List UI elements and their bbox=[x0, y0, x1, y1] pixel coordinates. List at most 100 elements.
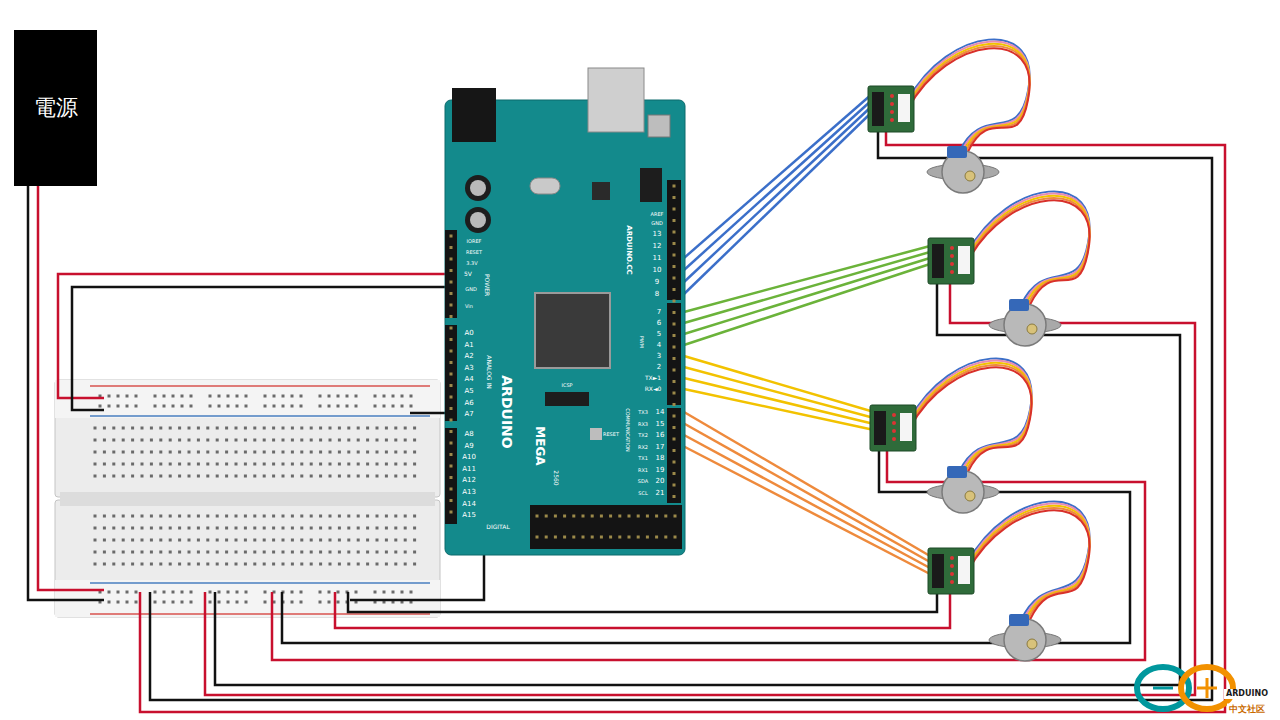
breadboard-hole bbox=[244, 551, 247, 554]
breadboard-hole bbox=[94, 475, 97, 478]
breadboard-hole bbox=[141, 451, 144, 454]
breadboard-hole bbox=[264, 395, 267, 398]
breadboard-hole bbox=[263, 563, 266, 566]
header-pin bbox=[450, 476, 453, 479]
breadboard-hole bbox=[413, 463, 416, 466]
breadboard-hole bbox=[253, 439, 256, 442]
breadboard-hole bbox=[103, 515, 106, 518]
breadboard-hole bbox=[135, 591, 138, 594]
model-label: 2560 bbox=[553, 470, 559, 485]
breadboard-hole bbox=[273, 395, 276, 398]
header-pin bbox=[450, 281, 453, 284]
breadboard-hole bbox=[227, 601, 230, 604]
breadboard-hole bbox=[122, 451, 125, 454]
driver-led bbox=[890, 94, 894, 98]
pin-header bbox=[667, 180, 681, 300]
breadboard-hole bbox=[235, 551, 238, 554]
header-pin bbox=[655, 515, 658, 518]
breadboard-hole bbox=[413, 539, 416, 542]
breadboard-hole bbox=[218, 591, 221, 594]
wire bbox=[348, 592, 937, 612]
driver-led bbox=[892, 429, 896, 433]
usb-chip bbox=[592, 182, 610, 200]
breadboard-hole bbox=[122, 527, 125, 530]
breadboard-hole bbox=[329, 563, 332, 566]
breadboard-hole bbox=[394, 563, 397, 566]
breadboard-hole bbox=[310, 515, 313, 518]
breadboard-hole bbox=[131, 515, 134, 518]
breadboard-hole bbox=[159, 439, 162, 442]
header-pin bbox=[572, 536, 575, 539]
header-pin bbox=[674, 536, 677, 539]
wire bbox=[272, 450, 1145, 660]
breadboard-hole bbox=[225, 515, 228, 518]
breadboard-hole bbox=[328, 405, 331, 408]
pin-label: A4 bbox=[464, 376, 473, 383]
motor-cap bbox=[947, 146, 967, 158]
breadboard-hole bbox=[272, 563, 275, 566]
breadboard-hole bbox=[112, 475, 115, 478]
part-label: RESET bbox=[603, 432, 619, 437]
header-pin bbox=[673, 196, 676, 199]
breadboard-hole bbox=[329, 451, 332, 454]
driver-board bbox=[928, 238, 974, 284]
breadboard-hole bbox=[300, 527, 303, 530]
breadboard-hole bbox=[282, 395, 285, 398]
pin-label: SDA bbox=[638, 479, 648, 484]
breadboard-hole bbox=[122, 515, 125, 518]
breadboard-hole bbox=[188, 439, 191, 442]
breadboard-hole bbox=[310, 551, 313, 554]
breadboard-hole bbox=[112, 563, 115, 566]
driver-led bbox=[892, 421, 896, 425]
breadboard-hole bbox=[141, 463, 144, 466]
breadboard-hole bbox=[329, 475, 332, 478]
breadboard-hole bbox=[394, 539, 397, 542]
center-channel bbox=[60, 492, 435, 506]
breadboard-hole bbox=[181, 601, 184, 604]
signal-wire bbox=[684, 389, 874, 430]
breadboard-hole bbox=[141, 539, 144, 542]
breadboard-hole bbox=[103, 475, 106, 478]
wire bbox=[58, 274, 450, 398]
motor-lead bbox=[968, 506, 1090, 620]
driver-led bbox=[950, 262, 954, 266]
pin-label: SCL bbox=[638, 490, 647, 495]
header-pin bbox=[673, 219, 676, 222]
breadboard-hole bbox=[206, 539, 209, 542]
pin-label: 15 bbox=[656, 420, 665, 427]
pin-label: A6 bbox=[464, 399, 473, 406]
breadboard-hole bbox=[218, 395, 221, 398]
breadboard-hole bbox=[188, 527, 191, 530]
breadboard-hole bbox=[112, 551, 115, 554]
breadboard-hole bbox=[404, 463, 407, 466]
header-pin bbox=[600, 536, 603, 539]
breadboard-hole bbox=[282, 539, 285, 542]
breadboard-hole bbox=[282, 527, 285, 530]
motor-lead bbox=[968, 200, 1090, 305]
breadboard-hole bbox=[131, 439, 134, 442]
breadboard-hole bbox=[197, 427, 200, 430]
driver-led bbox=[950, 564, 954, 568]
breadboard-hole bbox=[366, 475, 369, 478]
breadboard-hole bbox=[310, 539, 313, 542]
breadboard-hole bbox=[300, 463, 303, 466]
motor-shaft bbox=[965, 171, 975, 181]
breadboard-hole bbox=[355, 405, 358, 408]
wire bbox=[28, 186, 104, 600]
header-pin bbox=[591, 536, 594, 539]
breadboard-hole bbox=[163, 405, 166, 408]
breadboard-hole bbox=[376, 539, 379, 542]
header-pin bbox=[545, 536, 548, 539]
reset-button bbox=[648, 115, 670, 137]
pin-label: RX◄0 bbox=[645, 386, 662, 392]
breadboard-hole bbox=[329, 551, 332, 554]
pin-label: 21 bbox=[656, 489, 665, 496]
breadboard-hole bbox=[236, 405, 239, 408]
breadboard-hole bbox=[141, 551, 144, 554]
breadboard-hole bbox=[264, 405, 267, 408]
header-pin bbox=[582, 536, 585, 539]
breadboard-hole bbox=[329, 439, 332, 442]
motor-lead bbox=[908, 48, 1030, 152]
